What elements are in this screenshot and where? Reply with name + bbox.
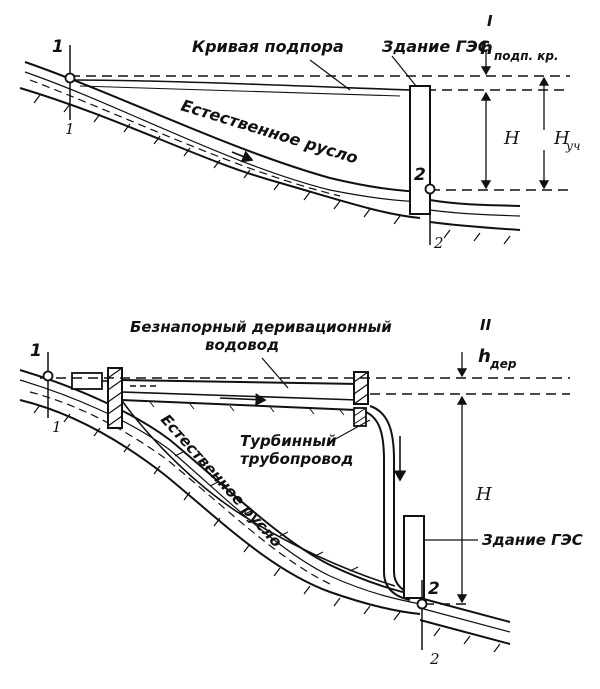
h-symbol-ii: h — [478, 346, 491, 367]
hpp-building-i — [409, 85, 431, 215]
canal-label-line1: Безнапорный деривационный — [130, 318, 392, 336]
natural-water-surface-i — [24, 61, 431, 193]
point-2-marker-i — [424, 183, 436, 195]
canal-label-line2: водовод — [205, 336, 279, 354]
roman-i-label: I — [487, 12, 493, 30]
H-uch-subscript: уч — [565, 139, 580, 153]
natural-water-surface-ii — [19, 369, 421, 597]
h-subscript-i: подп. кр. — [494, 49, 559, 63]
h-symbol-i: h — [480, 38, 493, 59]
H-uch-label: H — [553, 128, 570, 149]
point-1-label-i: 1 — [52, 37, 64, 57]
penstock-pipe-outer — [365, 411, 411, 601]
flow-arrow-i — [231, 150, 254, 163]
ground-hatch-ii — [33, 404, 501, 653]
hpp-building-ii — [403, 515, 425, 599]
point-1-marker-i — [64, 72, 76, 84]
ground-hatch-i — [33, 94, 511, 245]
point-2-low-label-i: 2 — [433, 234, 444, 252]
derivation-canal-bottom — [121, 399, 357, 411]
riverbed-ii — [19, 399, 421, 615]
flow-arrow-canal — [219, 393, 267, 406]
hpp-building-label-ii: Здание ГЭС — [482, 531, 583, 549]
intake-box — [71, 372, 103, 390]
riverbed-i — [19, 87, 421, 219]
point-1-low-label-ii: 1 — [52, 418, 62, 436]
diagram-ii: II 1 1 Безнапорный деривационный водовод… — [19, 316, 583, 668]
hpp-building-label-i: Здание ГЭС — [381, 37, 490, 56]
backwater-curve-label: Кривая подпора — [192, 37, 344, 56]
point-2-label-ii: 2 — [428, 579, 440, 599]
turbine-label-line1: Турбинный — [240, 432, 337, 450]
point-1-low-label-i: 1 — [65, 120, 75, 138]
diagram-i: I 1 1 Кривая подпора Здание ГЭС h подп. … — [19, 12, 580, 252]
point-1-marker-ii — [42, 370, 54, 382]
h-subscript-ii: дер — [489, 357, 517, 371]
turbine-label-line2: трубопровод — [240, 450, 353, 468]
point-2-label-i: 2 — [414, 165, 426, 185]
H-label-ii: H — [475, 484, 492, 505]
backwater-curve-line — [69, 79, 411, 91]
point-2-marker-ii — [416, 598, 428, 610]
point-1-label-ii: 1 — [30, 341, 42, 361]
roman-ii-label: II — [480, 316, 492, 334]
derivation-canal-top — [117, 379, 361, 385]
H-label-i: H — [503, 128, 520, 149]
point-2-low-label-ii: 2 — [429, 650, 440, 668]
